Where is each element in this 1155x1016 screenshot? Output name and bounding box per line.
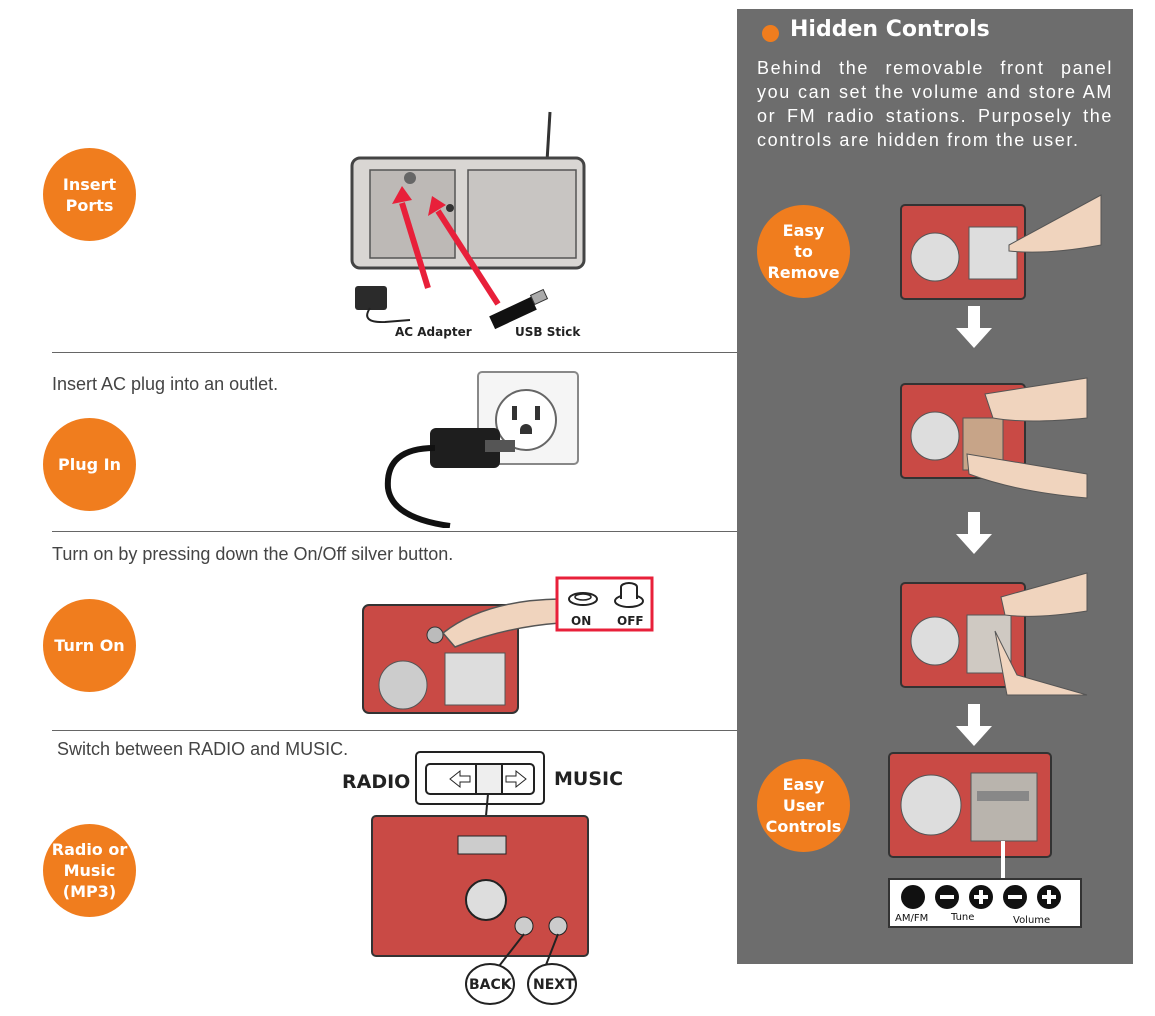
hidden-controls-panel: Hidden Controls Behind the removable fro… — [737, 9, 1133, 964]
step-badge-turn-on: Turn On — [43, 599, 136, 692]
arrow-down-icon — [956, 306, 992, 348]
arrow-down-icon — [956, 512, 992, 554]
step-badge-plug-in: Plug In — [43, 418, 136, 511]
step-badge-label: Radio or Music (MP3) — [51, 840, 128, 901]
easy-user-controls-badge: Easy User Controls — [757, 759, 850, 852]
panel-title: Hidden Controls — [790, 17, 990, 42]
step-badge-label: Turn On — [54, 636, 125, 655]
section-divider — [52, 730, 738, 731]
back-label: BACK — [469, 977, 513, 993]
switch-figure: RADIO MUSIC BACK NEXT — [342, 751, 623, 1005]
step-badge-label: Insert Ports — [62, 174, 117, 215]
section-divider — [52, 352, 738, 353]
amfm-label: AM/FM — [895, 913, 928, 924]
step-badge-radio-music: Radio or Music (MP3) — [43, 824, 136, 917]
arrow-down-icon — [956, 704, 992, 746]
next-label: NEXT — [533, 977, 575, 993]
step-text-plug-in: Insert AC plug into an outlet. — [52, 374, 279, 394]
on-label: ON — [571, 614, 591, 628]
step-badge-label: Plug In — [58, 455, 121, 474]
badge-label: Easy to Remove — [767, 221, 840, 282]
off-label: OFF — [617, 614, 644, 628]
bullet-dot — [762, 25, 779, 42]
power-figure: ON OFF — [362, 576, 654, 714]
usb-stick-label: USB Stick — [515, 325, 581, 339]
step-badge-insert-ports: Insert Ports — [43, 148, 136, 241]
section-divider — [52, 531, 738, 532]
tune-label: Tune — [950, 912, 974, 923]
easy-to-remove-badge: Easy to Remove — [757, 205, 850, 298]
step-text-turn-on: Turn on by pressing down the On/Off silv… — [52, 544, 454, 564]
remove-step-photo-1 — [900, 194, 1102, 300]
panel-description: Behind the removable front panel you can… — [757, 58, 1113, 150]
badge-label: Easy User Controls — [765, 775, 842, 836]
radio-label: RADIO — [342, 771, 410, 793]
music-label: MUSIC — [554, 768, 623, 790]
remove-step-photo-3 — [900, 572, 1088, 696]
volume-label: Volume — [1013, 915, 1050, 926]
ac-adapter-label: AC Adapter — [395, 325, 472, 339]
step-text-radio-music: Switch between RADIO and MUSIC. — [57, 739, 349, 759]
remove-step-photo-2 — [900, 377, 1088, 499]
controls-photo: AM/FM Tune Volume — [888, 752, 1082, 928]
ports-figure: AC Adapter USB Stick — [350, 111, 586, 339]
outlet-figure — [384, 371, 579, 528]
